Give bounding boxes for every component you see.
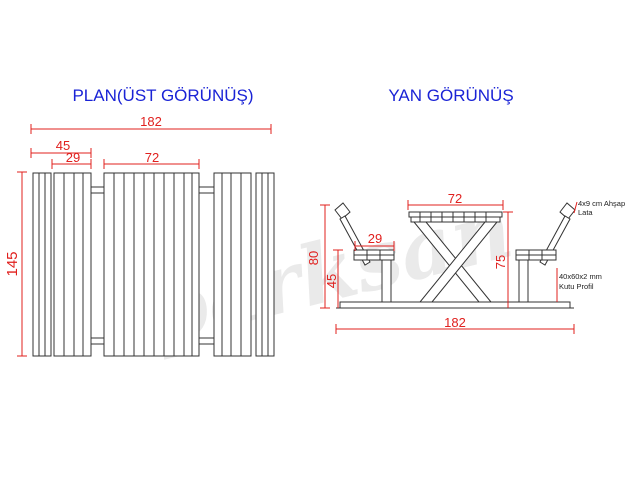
side-table-top: [408, 211, 503, 223]
plan-view: 182 45 29 72 145: [4, 114, 275, 357]
note-profile-line1: 40x60x2 mm: [559, 272, 602, 281]
note-box-profile: 40x60x2 mm Kutu Profil: [556, 268, 602, 302]
plan-dim-total-width: 182: [30, 114, 272, 134]
plan-dim-table-top: 72: [103, 150, 200, 169]
side-dim-total-width: 182: [335, 315, 575, 334]
side-dim-table-height: 75: [493, 211, 513, 308]
plan-dim-bench-seat: 29: [51, 150, 92, 169]
plan-right-bench: [213, 172, 275, 357]
side-view: 72: [306, 191, 625, 334]
side-dim-total-height: 80: [306, 204, 330, 309]
side-left-bench: [334, 202, 395, 305]
side-dim-seat-depth: 29: [354, 231, 395, 251]
plan-table-top: [103, 172, 200, 357]
side-dim-182-label: 182: [444, 315, 466, 330]
side-dim-75-label: 75: [493, 255, 508, 269]
plan-dim-182-label: 182: [140, 114, 162, 129]
plan-left-bench: [32, 172, 92, 357]
plan-dim-145-label: 145: [4, 251, 21, 276]
plan-dim-bench-outer: 45: [30, 138, 92, 158]
side-dim-72-label: 72: [448, 191, 462, 206]
side-dim-29-label: 29: [368, 231, 382, 246]
side-view-title: YAN GÖRÜNÜŞ: [388, 86, 513, 105]
plan-dim-length: 145: [4, 171, 27, 357]
note-wood-line1: 4x9 cm Ahşap: [578, 199, 625, 208]
note-wood-line2: Lata: [578, 208, 593, 217]
plan-dim-72-label: 72: [145, 150, 159, 165]
side-dim-table-top: 72: [407, 191, 504, 210]
side-base-profile: [336, 301, 574, 309]
note-profile-line2: Kutu Profil: [559, 282, 594, 291]
side-right-bench: [515, 202, 576, 305]
side-dim-80-label: 80: [306, 251, 321, 265]
note-wood-slat: 4x9 cm Ahşap Lata: [573, 199, 625, 217]
plan-dim-29-label: 29: [66, 150, 80, 165]
side-dim-seat-height: 45: [324, 249, 343, 308]
side-dim-45-label: 45: [324, 274, 339, 288]
plan-dim-45-label: 45: [56, 138, 70, 153]
plan-view-title: PLAN(ÜST GÖRÜNÜŞ): [72, 86, 253, 105]
